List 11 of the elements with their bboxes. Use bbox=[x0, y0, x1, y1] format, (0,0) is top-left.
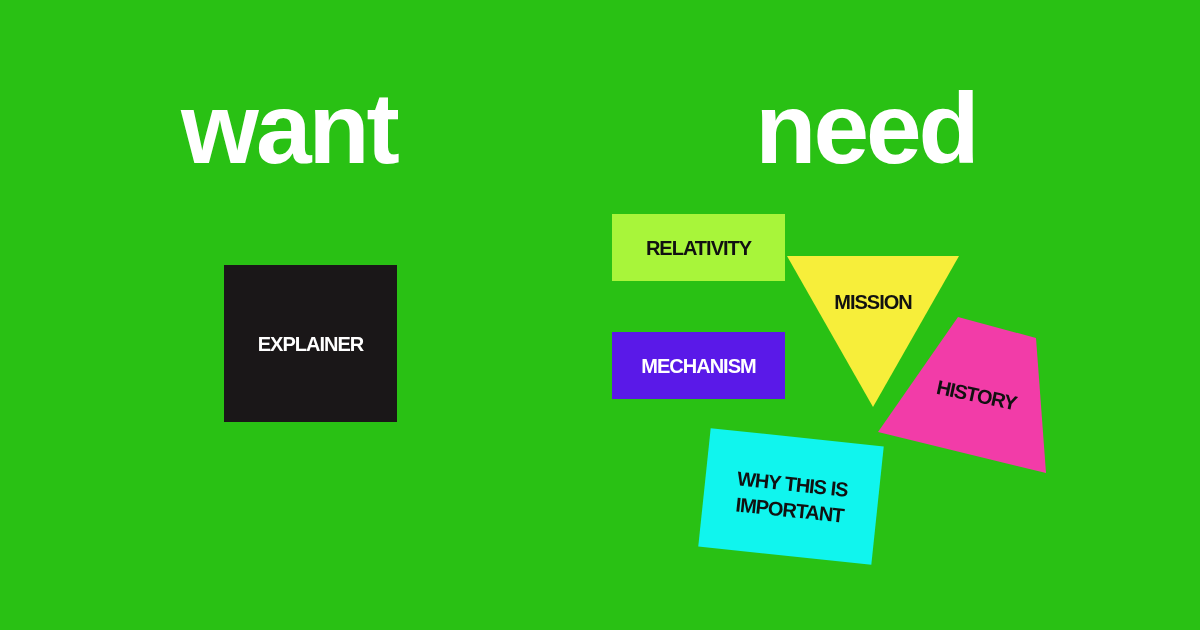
label-card bbox=[224, 265, 397, 422]
note-label: MECHANISM bbox=[641, 353, 756, 379]
note-label: MISSION bbox=[834, 289, 912, 315]
heading-word: want bbox=[179, 78, 399, 178]
label-card bbox=[612, 214, 785, 281]
note-label: WHY THIS IS IMPORTANT bbox=[733, 465, 850, 529]
heading-word: need bbox=[754, 78, 978, 178]
note-label: EXPLAINER bbox=[257, 331, 364, 357]
note-label: HISTORY bbox=[933, 374, 1019, 417]
note-label: RELATIVITY bbox=[645, 235, 752, 261]
label-card bbox=[612, 332, 785, 399]
